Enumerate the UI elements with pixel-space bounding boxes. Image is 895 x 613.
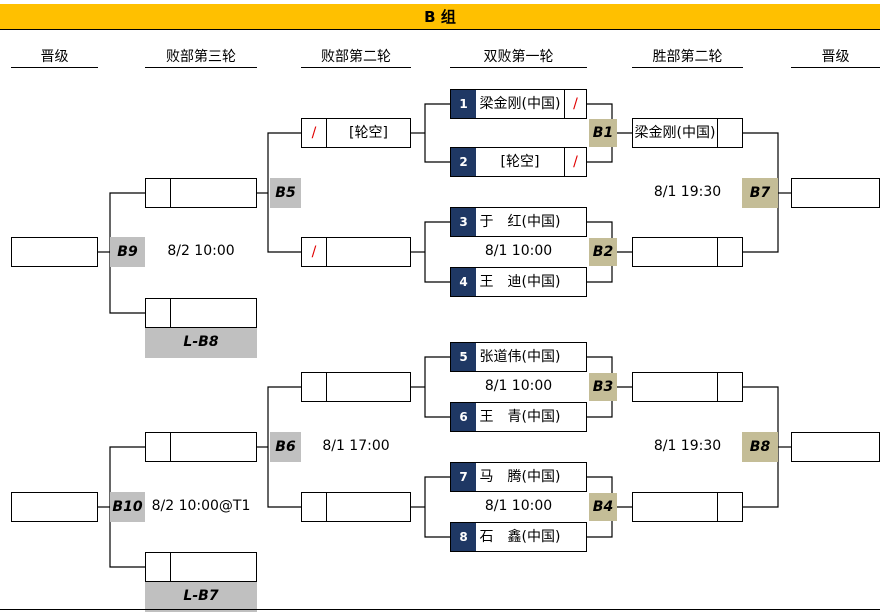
seed-badge: 4 <box>451 268 476 296</box>
losers-r2-slot-3 <box>301 372 411 402</box>
losers-r3-slot-4 <box>145 552 257 582</box>
match-label-b2: B2 <box>589 238 617 266</box>
player-slot-6: 6 王 青(中国) <box>450 402 587 432</box>
score-cell <box>717 373 742 401</box>
header-advance-left: 晋级 <box>11 46 98 68</box>
seed-badge: 1 <box>451 90 476 118</box>
advance-slot-left-2 <box>11 492 98 522</box>
advance-slot-right-1 <box>791 178 880 208</box>
seed-badge: 8 <box>451 523 476 551</box>
match-label-b8: B8 <box>742 432 778 462</box>
player-name: 于 红(中国) <box>479 214 561 230</box>
match-time-b4: 8/1 10:00 <box>484 498 553 514</box>
score-cell <box>146 553 171 581</box>
match-label-b9: B9 <box>110 237 145 267</box>
match-label-b1: B1 <box>589 119 617 147</box>
player-slot-5: 5 张道伟(中国) <box>450 342 587 372</box>
score-slash: / <box>564 148 586 176</box>
losers-r3-slot-2 <box>145 298 257 328</box>
match-label-b3: B3 <box>589 373 617 401</box>
group-title: B 组 <box>0 4 880 30</box>
winners-r2-slot-3 <box>632 372 743 402</box>
match-time-b10: 8/2 10:00@T1 <box>151 498 251 514</box>
match-time-b6: 8/1 17:00 <box>322 438 390 454</box>
score-cell <box>146 299 171 327</box>
header-advance-right: 晋级 <box>791 46 880 68</box>
winners-r2-slot-2 <box>632 237 743 267</box>
match-label-b7: B7 <box>742 178 778 208</box>
score-cell <box>146 179 171 207</box>
losers-r2-slot-1: / [轮空] <box>301 118 411 148</box>
seed-badge: 6 <box>451 403 476 431</box>
match-label-b6: B6 <box>270 432 301 462</box>
header-losers-r2: 败部第二轮 <box>301 46 411 68</box>
seed-badge: 5 <box>451 343 476 371</box>
score-cell <box>302 373 327 401</box>
header-double-elim-r1: 双败第一轮 <box>450 46 587 68</box>
header-losers-r3: 败部第三轮 <box>145 46 257 68</box>
match-time-b7: 8/1 19:30 <box>653 184 722 200</box>
player-name: [轮空] <box>500 154 540 170</box>
advance-slot-right-2 <box>791 432 880 462</box>
header-winners-r2: 胜部第二轮 <box>632 46 743 68</box>
player-name: 梁金刚(中国) <box>634 125 716 141</box>
player-name: [轮空] <box>349 125 388 141</box>
advance-slot-left-1 <box>11 237 98 267</box>
player-name: 马 腾(中国) <box>479 469 561 485</box>
seed-badge: 2 <box>451 148 476 176</box>
bottom-rule <box>0 609 880 610</box>
player-slot-2: 2 [轮空] / <box>450 147 587 177</box>
loser-source-b7: L-B7 <box>145 582 257 612</box>
player-name: 石 鑫(中国) <box>479 529 561 545</box>
score-slash: / <box>564 90 586 118</box>
match-time-b3: 8/1 10:00 <box>484 378 553 394</box>
seed-badge: 3 <box>451 208 476 236</box>
losers-r3-slot-1 <box>145 178 257 208</box>
match-time-b9: 8/2 10:00 <box>167 243 235 259</box>
losers-r3-slot-3 <box>145 432 257 462</box>
match-time-b2: 8/1 10:00 <box>484 243 553 259</box>
loser-source-b8: L-B8 <box>145 328 257 358</box>
player-name: 王 青(中国) <box>479 409 561 425</box>
winners-r2-slot-4 <box>632 492 743 522</box>
seed-badge: 7 <box>451 463 476 491</box>
losers-r2-slot-2: / <box>301 237 411 267</box>
score-cell <box>717 493 742 521</box>
score-cell <box>146 433 171 461</box>
match-label-b10: B10 <box>110 492 145 522</box>
player-slot-8: 8 石 鑫(中国) <box>450 522 587 552</box>
player-name: 梁金刚(中国) <box>479 96 561 112</box>
match-time-b8: 8/1 19:30 <box>653 438 722 454</box>
losers-r2-slot-4 <box>301 492 411 522</box>
score-cell <box>717 119 742 147</box>
winners-r2-slot-1: 梁金刚(中国) <box>632 118 743 148</box>
player-slot-4: 4 王 迪(中国) <box>450 267 587 297</box>
player-name: 张道伟(中国) <box>479 349 561 365</box>
score-cell <box>717 238 742 266</box>
score-slash: / <box>302 119 327 147</box>
match-label-b5: B5 <box>270 178 301 208</box>
player-slot-7: 7 马 腾(中国) <box>450 462 587 492</box>
match-label-b4: B4 <box>589 493 617 521</box>
score-cell <box>302 493 327 521</box>
score-slash: / <box>302 238 327 266</box>
player-slot-3: 3 于 红(中国) <box>450 207 587 237</box>
player-name: 王 迪(中国) <box>479 274 561 290</box>
player-slot-1: 1 梁金刚(中国) / <box>450 89 587 119</box>
